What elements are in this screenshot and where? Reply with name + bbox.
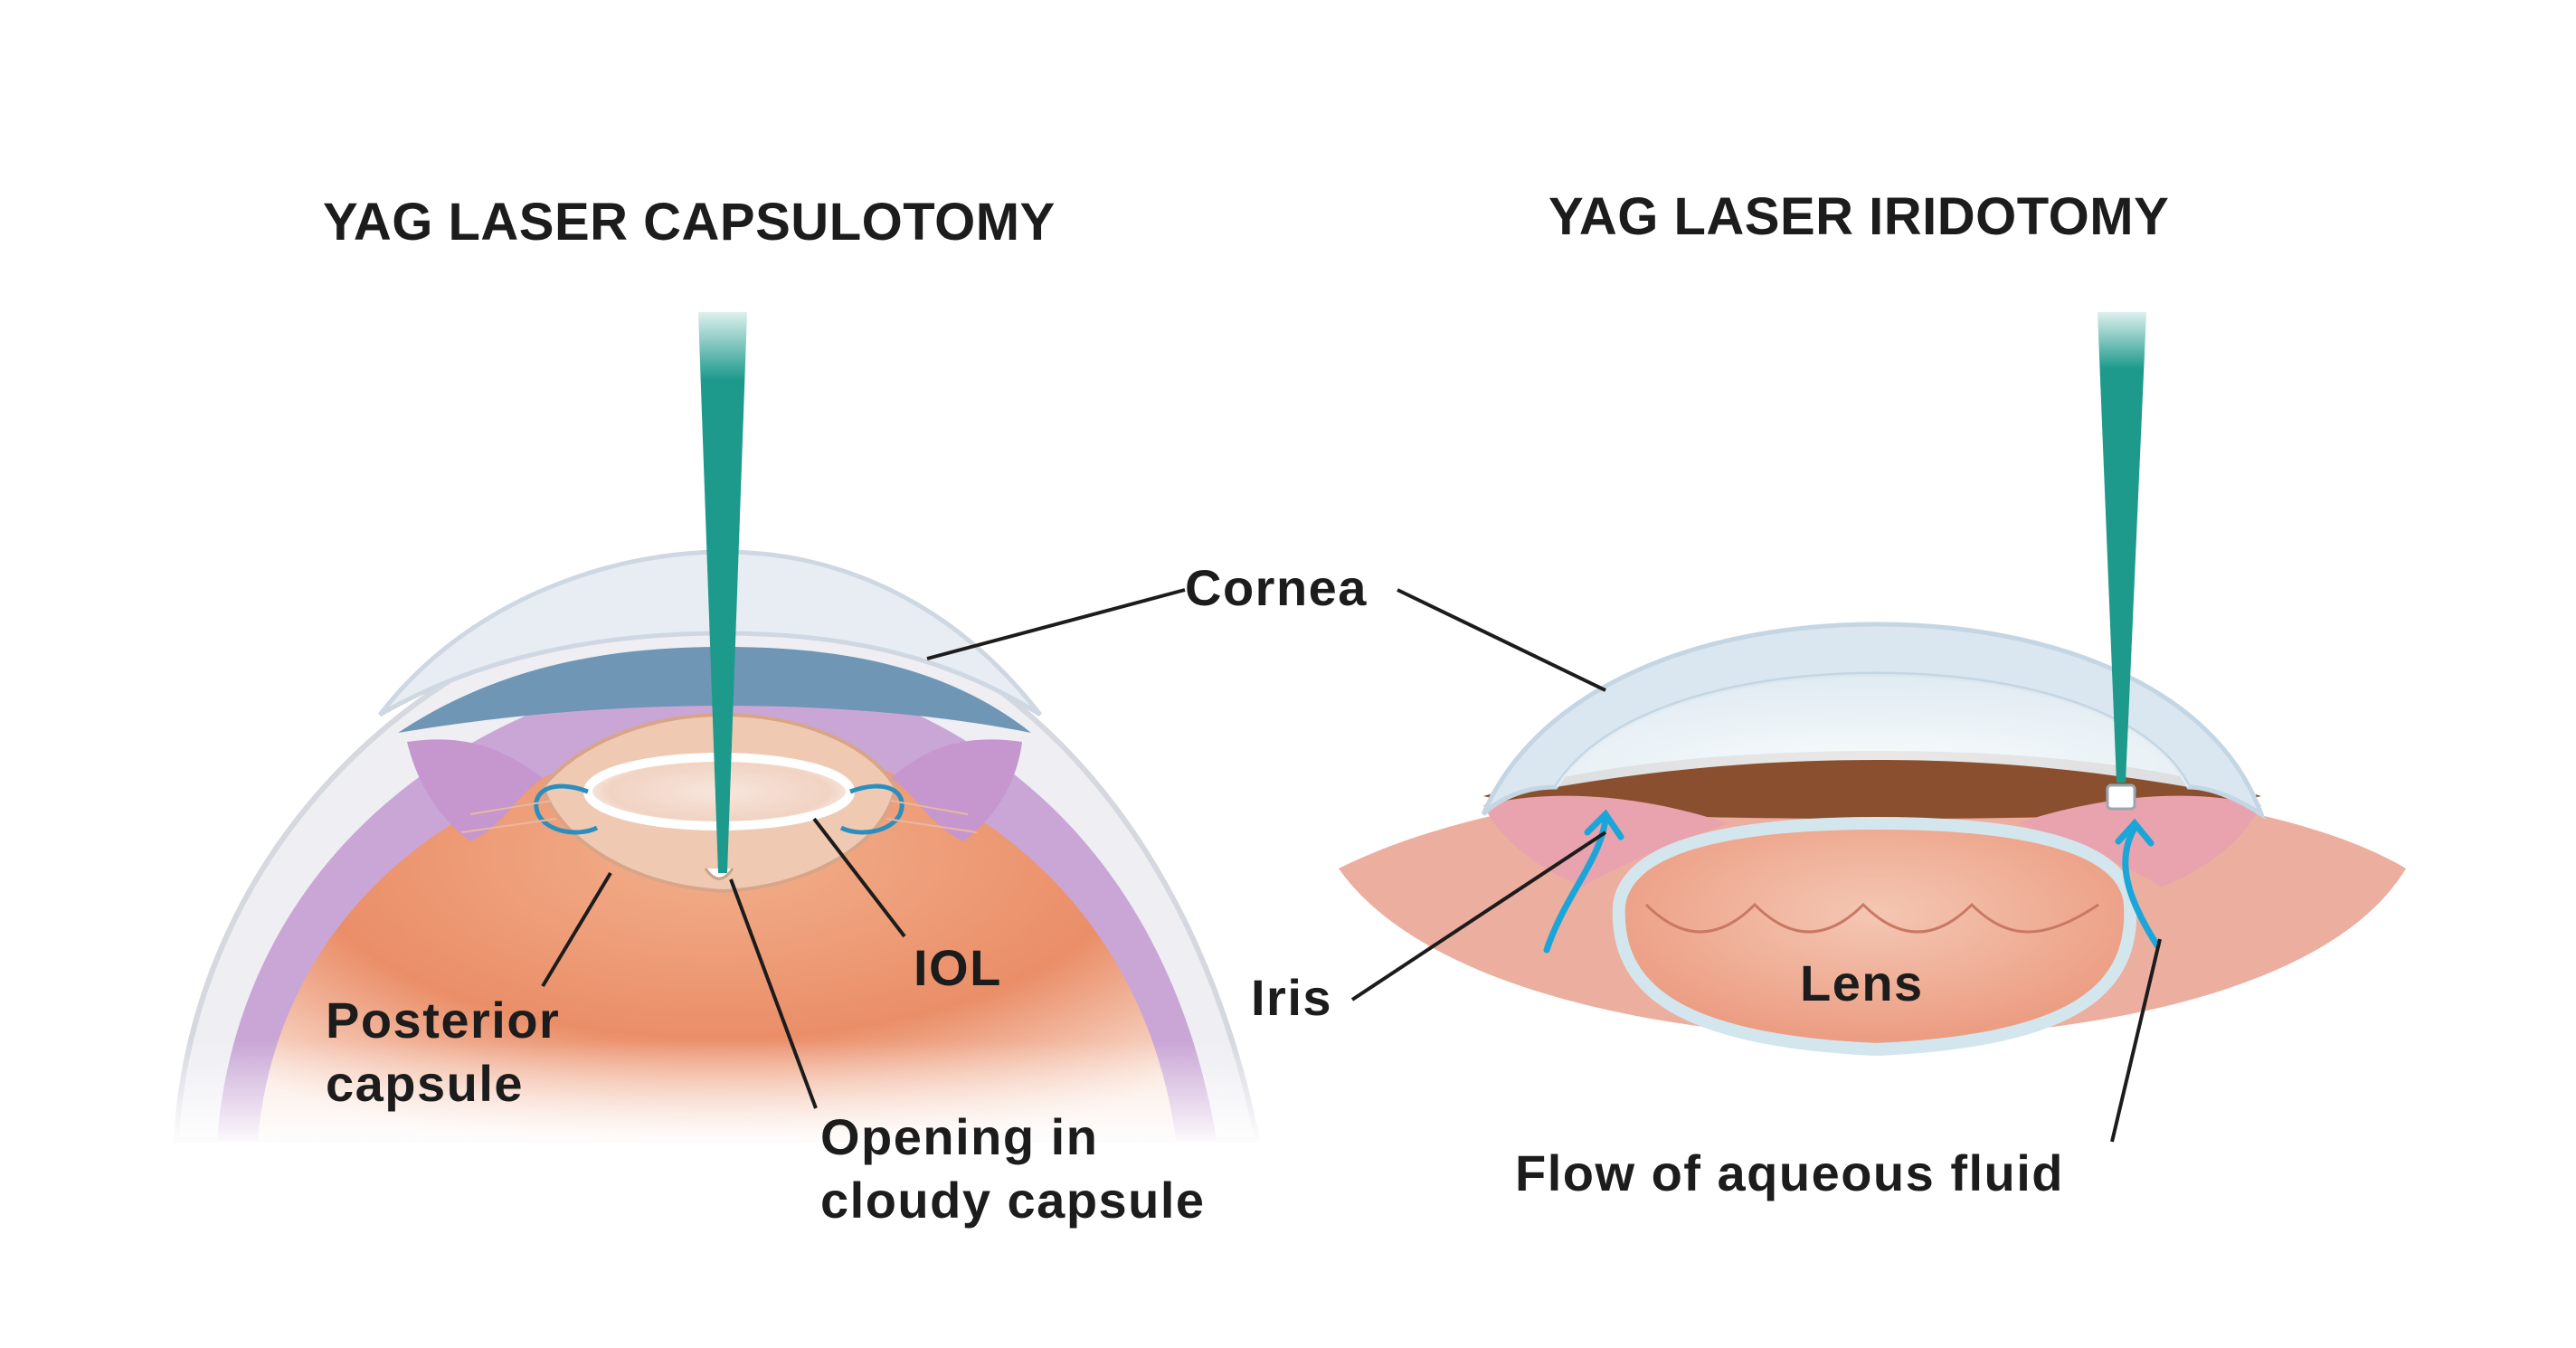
label-iris: Iris bbox=[1251, 969, 1333, 1026]
label-posterior-capsule: Posterior capsule bbox=[326, 989, 560, 1115]
leader-flow bbox=[2110, 938, 2162, 1143]
label-cornea: Cornea bbox=[1185, 559, 1368, 616]
left-iol-haptic-right bbox=[839, 783, 904, 835]
leader-lines bbox=[541, 588, 2162, 1143]
label-posterior-capsule-line-1: Posterior bbox=[326, 992, 561, 1049]
left-ciliary-left bbox=[407, 739, 543, 841]
left-fade bbox=[136, 1040, 1312, 1149]
right-flow-arrows bbox=[1543, 809, 2161, 954]
left-laser-beam bbox=[698, 312, 747, 873]
right-lens-scallops bbox=[1644, 902, 2099, 934]
left-zonules bbox=[460, 800, 978, 833]
leader-cornea-left bbox=[926, 588, 1186, 660]
leader-iol bbox=[812, 817, 906, 938]
label-opening-line-1: Opening in bbox=[820, 1108, 1099, 1165]
label-posterior-capsule-line-2: capsule bbox=[326, 1055, 525, 1112]
label-flow: Flow of aqueous fluid bbox=[1515, 1144, 2065, 1201]
label-opening-line-2: cloudy capsule bbox=[820, 1172, 1206, 1229]
left-ciliary-right bbox=[891, 739, 1022, 841]
right-laser-beam bbox=[2098, 312, 2146, 783]
left-iol-haptic-left bbox=[534, 783, 599, 835]
left-eye-illustration bbox=[136, 312, 1312, 1149]
right-iris-right bbox=[2017, 795, 2261, 887]
title-iridotomy: YAG LASER IRIDOTOMY bbox=[1548, 187, 2170, 246]
right-iridotomy-hole bbox=[2106, 783, 2136, 811]
label-opening: Opening in cloudy capsule bbox=[820, 1106, 1206, 1232]
leader-iris bbox=[1350, 831, 1607, 1002]
leader-opening bbox=[729, 878, 818, 1109]
leader-posterior-capsule bbox=[541, 871, 612, 988]
right-anterior-chamber bbox=[1556, 674, 2189, 787]
leader-cornea-right bbox=[1397, 588, 1606, 692]
label-lens: Lens bbox=[1800, 954, 1924, 1011]
right-eye-illustration bbox=[1339, 312, 2406, 1057]
right-lens bbox=[1612, 816, 2137, 1057]
right-iris-left bbox=[1483, 795, 1728, 887]
left-vitreous bbox=[258, 733, 1176, 1140]
title-capsulotomy: YAG LASER CAPSULOTOMY bbox=[323, 193, 1056, 252]
label-iol: IOL bbox=[914, 939, 1002, 996]
